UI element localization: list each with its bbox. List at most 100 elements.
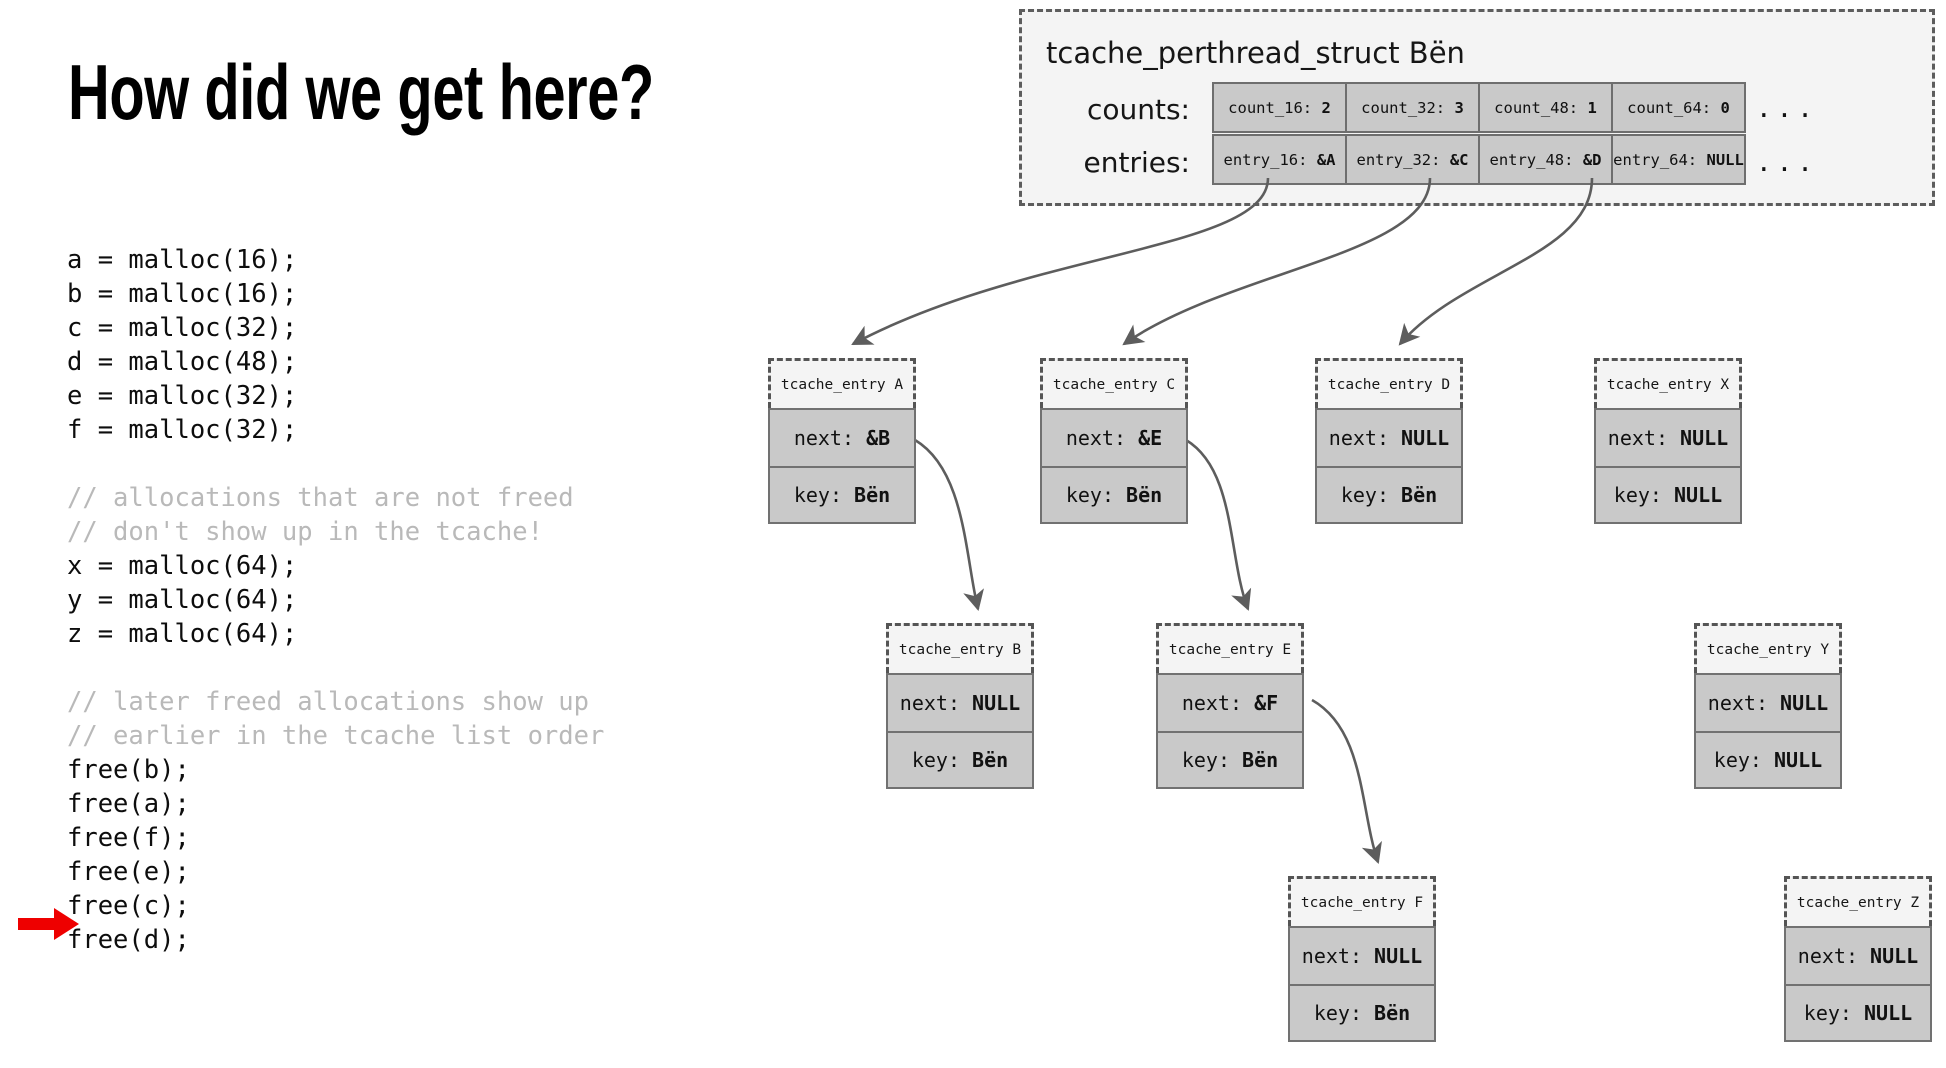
entries-cell-name: entry_16: <box>1223 150 1308 169</box>
entries-cell-entry_16[interactable]: entry_16: &A <box>1212 134 1347 185</box>
node-key-value: Bën <box>1401 483 1438 507</box>
node-next-cell: next: NULL <box>1784 926 1932 984</box>
code-line: e = malloc(32); <box>67 381 298 411</box>
node-header-label: tcache_entry D <box>1315 358 1463 408</box>
counts-cell-value: 3 <box>1454 98 1464 117</box>
counts-cell-name: count_16: <box>1228 98 1313 117</box>
current-line-marker-icon <box>18 908 79 940</box>
counts-ellipsis: ... <box>1756 94 1818 124</box>
node-next-value: &B <box>866 426 891 450</box>
node-next-value: &E <box>1138 426 1163 450</box>
node-next-cell: next: NULL <box>1694 673 1842 731</box>
node-key-cell: key: NULL <box>1594 466 1742 524</box>
node-key-value: NULL <box>1774 748 1823 772</box>
code-comment-line: // allocations that are not freed <box>67 483 574 513</box>
node-key-cell: key: Bën <box>886 731 1034 789</box>
entries-cell-value: &C <box>1449 150 1469 169</box>
counts-cell-count_32[interactable]: count_32: 3 <box>1345 82 1480 133</box>
node-next-label: next: <box>1797 944 1858 968</box>
node-key-cell: key: Bën <box>1040 466 1188 524</box>
node-key-value: NULL <box>1864 1001 1913 1025</box>
code-block: a = malloc(16);b = malloc(16);c = malloc… <box>67 243 604 957</box>
node-key-label: key: <box>1340 483 1389 507</box>
node-next-cell: next: &B <box>768 408 916 466</box>
entries-cell-name: entry_64: <box>1613 150 1698 169</box>
node-next-label: next: <box>1301 944 1362 968</box>
code-line: free(d); <box>67 925 190 955</box>
node-key-value: Bën <box>972 748 1009 772</box>
node-next-label: next: <box>1607 426 1668 450</box>
node-header-label: tcache_entry Y <box>1694 623 1842 673</box>
code-line: free(c); <box>67 891 190 921</box>
node-key-label: key: <box>1803 1001 1852 1025</box>
entries-row-label: entries: <box>1083 146 1191 179</box>
node-next-label: next: <box>1065 426 1127 450</box>
node-next-cell: next: &E <box>1040 408 1188 466</box>
entries-cell-name: entry_32: <box>1356 150 1441 169</box>
entries-cell-entry_48[interactable]: entry_48: &D <box>1478 134 1613 185</box>
struct-title: tcache_perthread_struct Bën <box>1046 36 1465 70</box>
node-key-cell: key: Bën <box>768 466 916 524</box>
entries-cell-value: &D <box>1582 150 1602 169</box>
entries-cell-value: &A <box>1316 150 1336 169</box>
entries-cell-name: entry_48: <box>1489 150 1574 169</box>
node-next-label: next: <box>899 691 960 715</box>
node-next-cell: next: NULL <box>1594 408 1742 466</box>
code-line: y = malloc(64); <box>67 585 298 615</box>
node-key-value: NULL <box>1674 483 1723 507</box>
code-blank-line <box>67 651 604 685</box>
node-next-label: next: <box>1328 426 1389 450</box>
entries-ellipsis: ... <box>1756 148 1818 178</box>
node-next-cell: next: NULL <box>886 673 1034 731</box>
node-key-label: key: <box>1613 483 1662 507</box>
node-next-value: NULL <box>1680 426 1729 450</box>
node-next-cell: next: NULL <box>1315 408 1463 466</box>
node-key-label: key: <box>793 483 842 507</box>
entries-cell-entry_64[interactable]: entry_64: NULL <box>1611 134 1746 185</box>
code-line: d = malloc(48); <box>67 347 298 377</box>
node-next-cell: next: NULL <box>1288 926 1436 984</box>
node-next-value: NULL <box>1870 944 1919 968</box>
counts-cell-name: count_32: <box>1361 98 1446 117</box>
node-header-label: tcache_entry F <box>1288 876 1436 926</box>
code-comment-line: // don't show up in the tcache! <box>67 517 543 547</box>
node-next-value: NULL <box>1780 691 1829 715</box>
node-key-value: Bën <box>1374 1001 1411 1025</box>
entries-cell-entry_32[interactable]: entry_32: &C <box>1345 134 1480 185</box>
node-key-cell: key: Bën <box>1288 984 1436 1042</box>
counts-cell-count_64[interactable]: count_64: 0 <box>1611 82 1746 133</box>
node-key-cell: key: NULL <box>1694 731 1842 789</box>
node-key-value: Bën <box>1242 748 1279 772</box>
code-comment-line: // earlier in the tcache list order <box>67 721 605 751</box>
node-key-label: key: <box>1065 483 1114 507</box>
code-line: x = malloc(64); <box>67 551 298 581</box>
code-line: z = malloc(64); <box>67 619 298 649</box>
node-key-cell: key: NULL <box>1784 984 1932 1042</box>
node-next-cell: next: &F <box>1156 673 1304 731</box>
counts-cell-name: count_48: <box>1494 98 1579 117</box>
node-header-label: tcache_entry X <box>1594 358 1742 408</box>
node-next-value: NULL <box>972 691 1021 715</box>
node-header-label: tcache_entry C <box>1040 358 1188 408</box>
node-header-label: tcache_entry B <box>886 623 1034 673</box>
node-header-label: tcache_entry A <box>768 358 916 408</box>
node-next-label: next: <box>793 426 855 450</box>
counts-cell-count_16[interactable]: count_16: 2 <box>1212 82 1347 133</box>
code-line: free(b); <box>67 755 190 785</box>
counts-cell-count_48[interactable]: count_48: 1 <box>1478 82 1613 133</box>
node-key-cell: key: Bën <box>1315 466 1463 524</box>
counts-cell-name: count_64: <box>1627 98 1712 117</box>
counts-cell-value: 0 <box>1720 98 1730 117</box>
